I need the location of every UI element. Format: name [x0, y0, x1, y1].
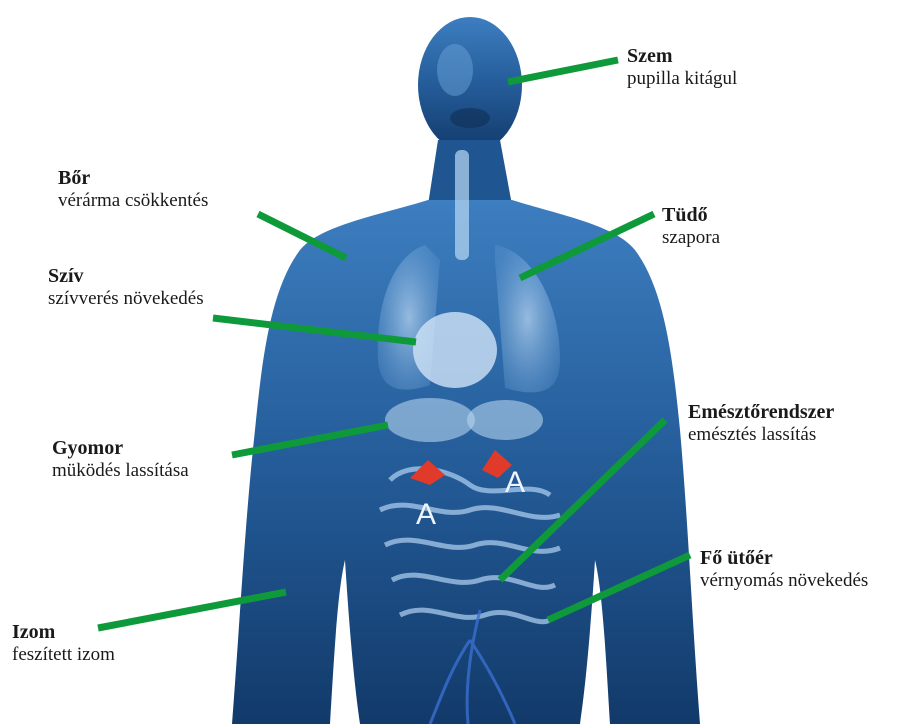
callout-bor: Bőr vérárma csökkentés [58, 166, 208, 213]
callout-gyomor: Gyomor müködés lassítása [52, 436, 189, 483]
callout-emeszto-title: Emésztőrendszer [688, 400, 834, 424]
callout-sziv: Szív szívverés növekedés [48, 264, 204, 311]
callout-gyomor-desc: müködés lassítása [52, 460, 189, 483]
callout-foutoer-desc: vérnyomás növekedés [700, 570, 868, 593]
callout-tudo-desc: szapora [662, 227, 720, 250]
callout-tudo-title: Tüdő [662, 203, 720, 227]
callout-szem: Szem pupilla kitágul [627, 44, 737, 91]
right-gland-label: A [505, 466, 525, 499]
callout-izom-title: Izom [12, 620, 115, 644]
callout-bor-desc: vérárma csökkentés [58, 190, 208, 213]
callout-tudo: Tüdő szapora [662, 203, 720, 250]
callout-izom-desc: feszített izom [12, 644, 115, 667]
left-gland-label: A [416, 498, 436, 531]
callout-emeszto: Emésztőrendszer emésztés lassítás [688, 400, 834, 447]
callout-line-szem [508, 60, 618, 82]
callout-szem-desc: pupilla kitágul [627, 68, 737, 91]
callout-sziv-desc: szívverés növekedés [48, 288, 204, 311]
liver [385, 398, 475, 442]
callout-bor-title: Bőr [58, 166, 208, 190]
heart [413, 312, 497, 388]
callout-sziv-title: Szív [48, 264, 204, 288]
callout-szem-title: Szem [627, 44, 737, 68]
callout-foutoer: Fő ütőér vérnyomás növekedés [700, 546, 868, 593]
trachea [455, 150, 469, 260]
stomach [467, 400, 543, 440]
callout-emeszto-desc: emésztés lassítás [688, 424, 834, 447]
callout-gyomor-title: Gyomor [52, 436, 189, 460]
callout-izom: Izom feszített izom [12, 620, 115, 667]
callout-foutoer-title: Fő ütőér [700, 546, 868, 570]
